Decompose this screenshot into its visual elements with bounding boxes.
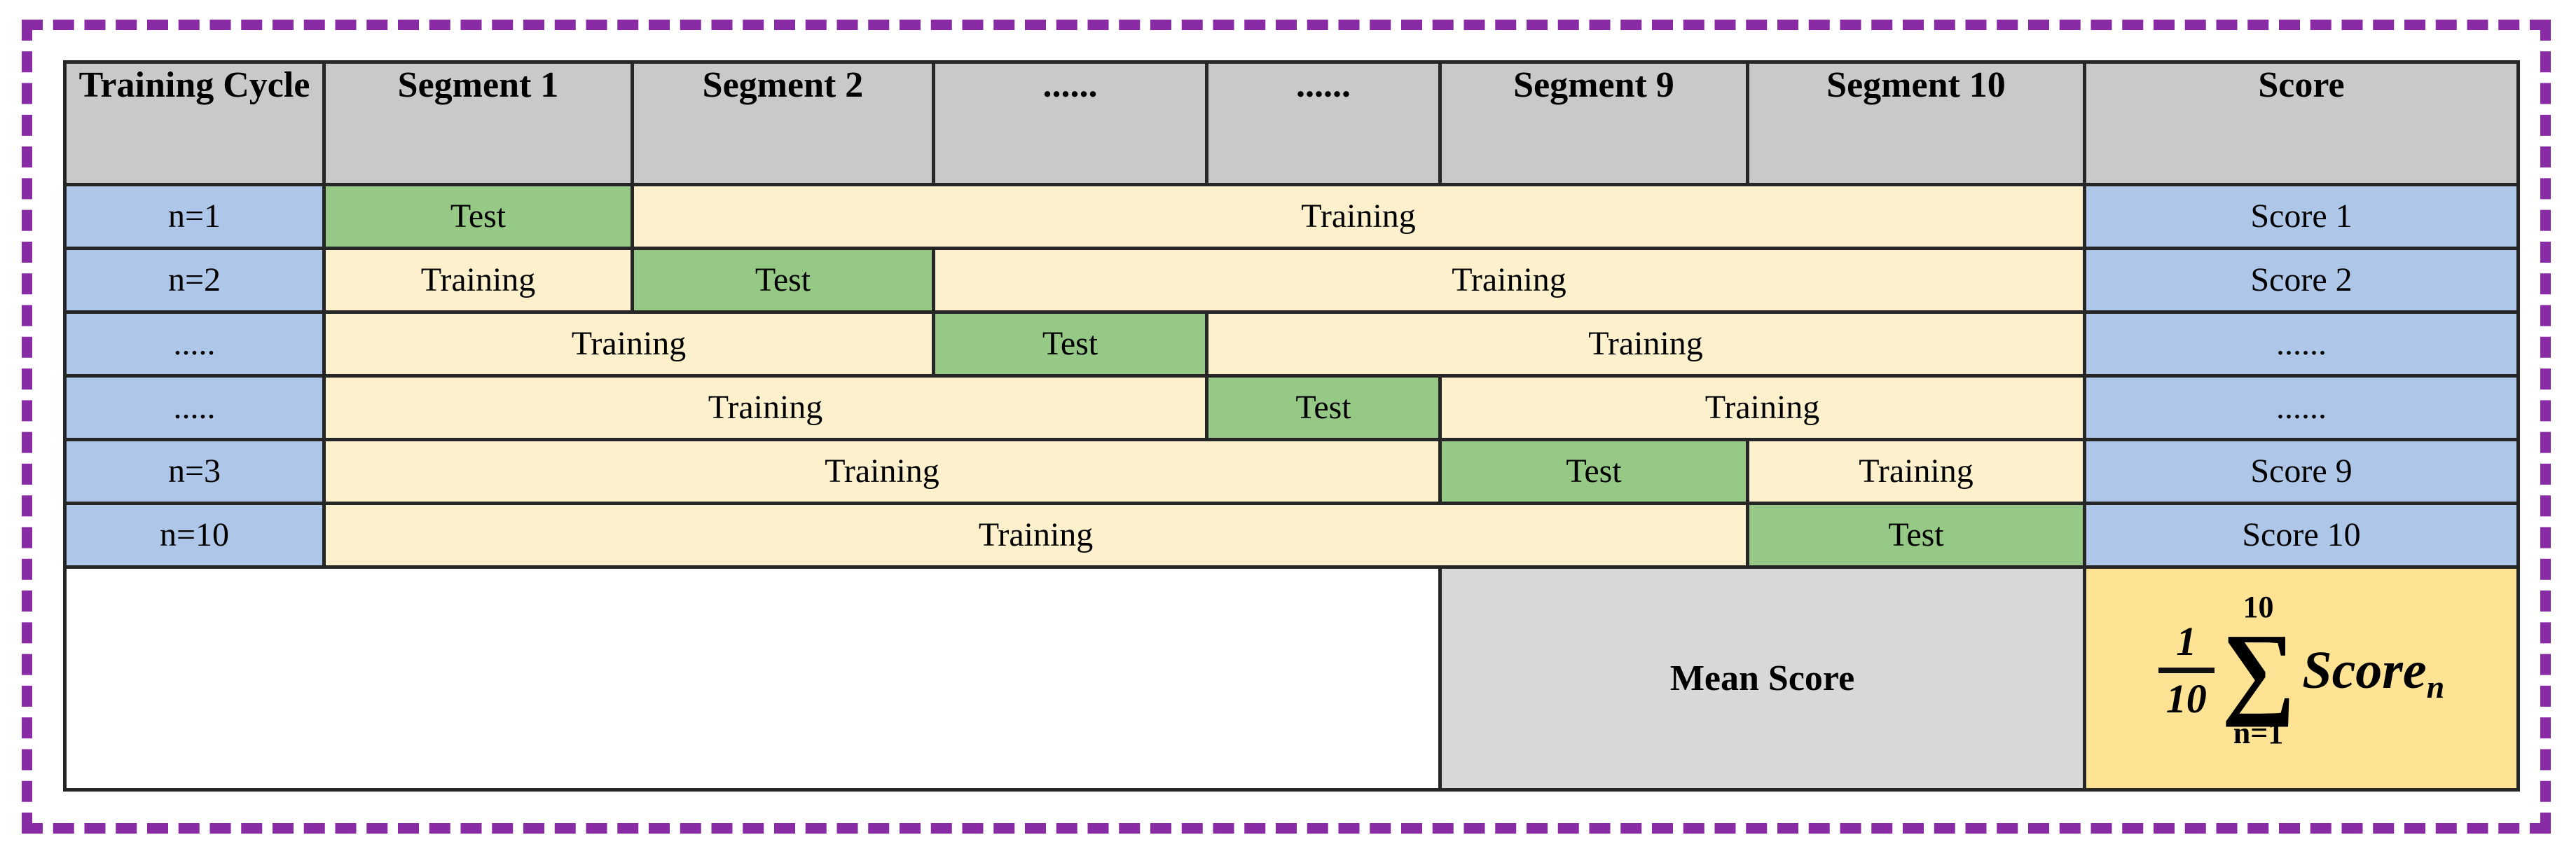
row-n10: n=10 Training Test Score 10 (63, 502, 2520, 569)
score-cell: ...... (2083, 374, 2520, 441)
term-subscript: n (2426, 669, 2445, 705)
fraction-numerator: 1 (2176, 619, 2197, 664)
training-cell: Training (631, 183, 2086, 250)
term-name: Score (2302, 641, 2427, 700)
fraction-denominator: 10 (2165, 676, 2207, 722)
mean-score-row: Mean Score 1 10 10 ∑ n=1 Score n (63, 565, 2520, 792)
header-cell-segment-1: Segment 1 (322, 60, 634, 186)
training-cell: Training (322, 247, 634, 314)
training-cell: Training (1205, 310, 2086, 378)
header-cell-score: Score (2083, 60, 2520, 186)
row-n9: n=3 Training Test Training Score 9 (63, 438, 2520, 505)
header-cell-training-cycle: Training Cycle (63, 60, 326, 186)
header-cell-segment-10: Segment 10 (1746, 60, 2086, 186)
summation-lower-limit: n=1 (2233, 716, 2284, 751)
fraction-bar (2158, 668, 2215, 673)
cycle-cell: n=1 (63, 183, 326, 250)
summation-upper-limit: 10 (2243, 589, 2274, 624)
formula: 1 10 10 ∑ n=1 Score n (2088, 571, 2515, 773)
cross-validation-table: Training Cycle Segment 1 Segment 2 .....… (63, 60, 2520, 792)
test-cell: Test (932, 310, 1208, 378)
training-cell: Training (932, 247, 2086, 314)
cycle-cell: n=10 (63, 502, 326, 569)
training-cell: Training (1438, 374, 2086, 441)
test-cell: Test (1438, 438, 1749, 505)
dashed-border-frame (22, 20, 2551, 834)
header-cell-ellipsis-1: ...... (932, 60, 1208, 186)
summation-term: Score n (2302, 641, 2444, 703)
training-cell: Training (322, 438, 1442, 505)
header-cell-segment-9: Segment 9 (1438, 60, 1749, 186)
header-cell-ellipsis-2: ...... (1205, 60, 1442, 186)
cycle-cell: ..... (63, 374, 326, 441)
header-row: Training Cycle Segment 1 Segment 2 .....… (63, 60, 2520, 186)
training-cell: Training (322, 374, 1208, 441)
test-cell: Test (1746, 502, 2086, 569)
row-ellipsis-2: ..... Training Test Training ...... (63, 374, 2520, 441)
score-cell: Score 1 (2083, 183, 2520, 250)
test-cell: Test (1205, 374, 1442, 441)
header-cell-segment-2: Segment 2 (631, 60, 935, 186)
cycle-cell: n=3 (63, 438, 326, 505)
row-n2: n=2 Training Test Training Score 2 (63, 247, 2520, 314)
row-ellipsis-1: ..... Training Test Training ...... (63, 310, 2520, 378)
cycle-cell: n=2 (63, 247, 326, 314)
sigma-symbol: ∑ (2221, 612, 2296, 728)
blank-filler-cell (63, 565, 1442, 792)
training-cell: Training (1746, 438, 2086, 505)
mean-score-formula-cell: 1 10 10 ∑ n=1 Score n (2083, 565, 2520, 792)
training-cell: Training (322, 502, 1749, 569)
row-n1: n=1 Test Training Score 1 (63, 183, 2520, 250)
test-cell: Test (322, 183, 634, 250)
training-cell: Training (322, 310, 935, 378)
summation: 10 ∑ n=1 (2221, 589, 2296, 751)
fraction: 1 10 (2158, 621, 2215, 719)
cycle-cell: ..... (63, 310, 326, 378)
mean-score-cell: Mean Score (1438, 565, 2086, 792)
test-cell: Test (631, 247, 935, 314)
score-cell: Score 2 (2083, 247, 2520, 314)
score-cell: Score 10 (2083, 502, 2520, 569)
score-cell: ...... (2083, 310, 2520, 378)
score-cell: Score 9 (2083, 438, 2520, 505)
